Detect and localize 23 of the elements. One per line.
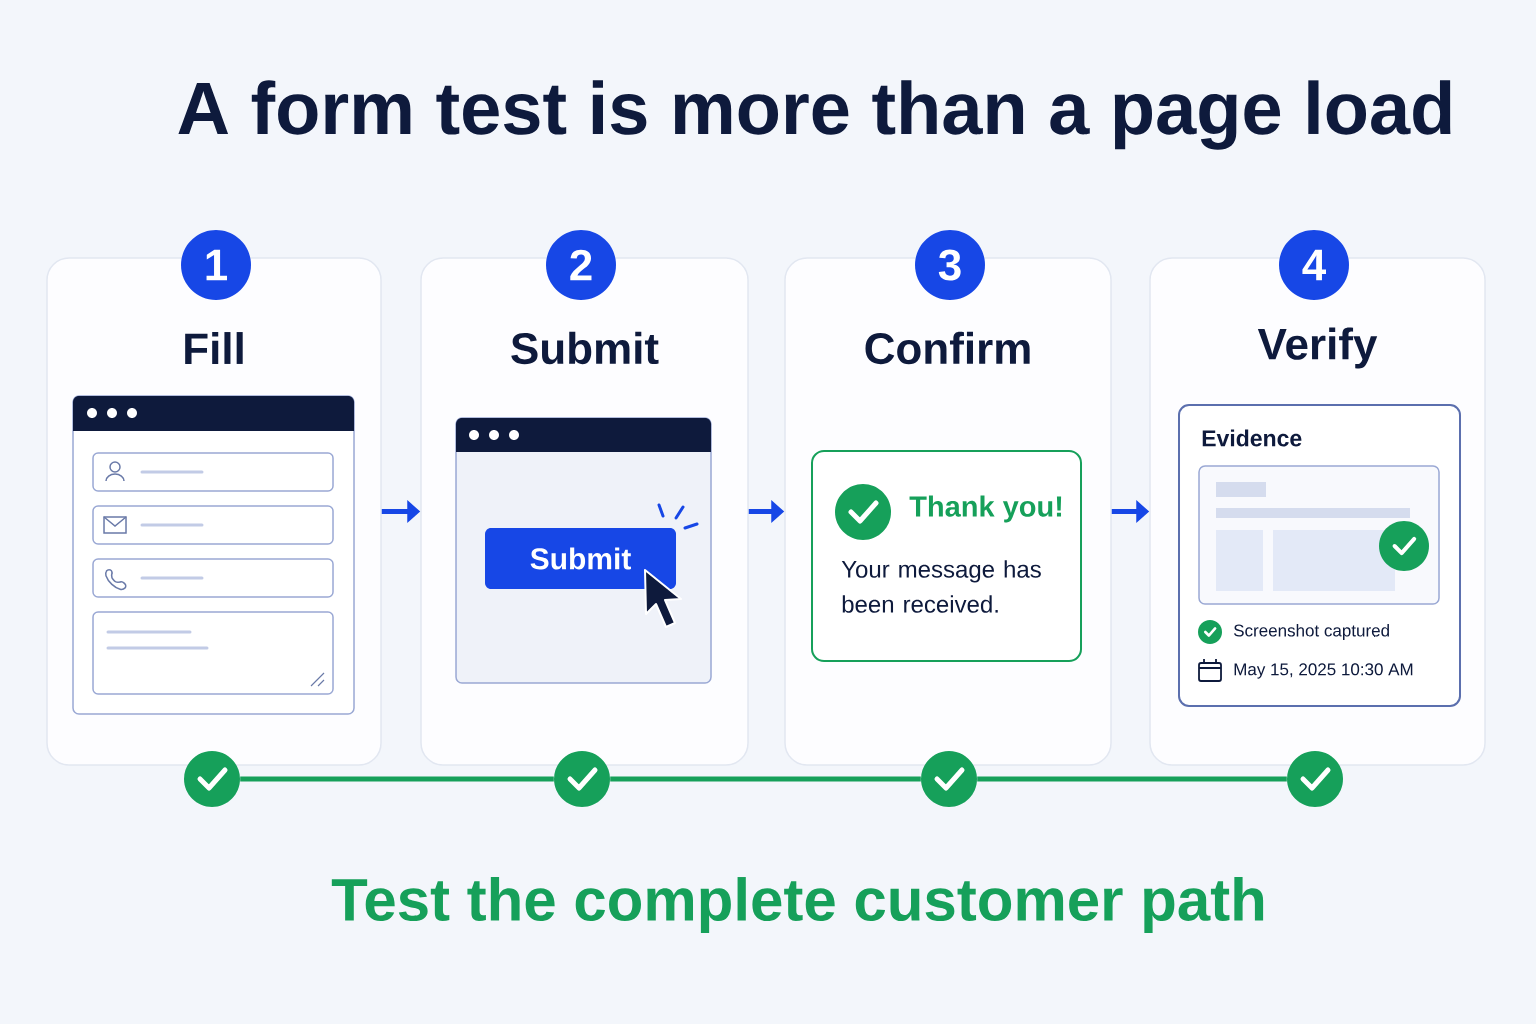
caption: Test the complete customer path [331,877,1264,933]
connector-line [977,776,1287,782]
connector-line [610,776,921,782]
check-circle [184,751,240,807]
check-circle [1287,751,1343,807]
status-text: Screenshot captured [1234,624,1389,640]
step-number-badge: 4 [1279,230,1349,300]
step-title: Submit [511,331,659,365]
step-number-badge: 1 [181,230,251,300]
step-title: Fill [185,332,243,364]
confirmation-message: Your message has been received. [841,560,1041,613]
step-number-badge: 2 [546,230,616,300]
connector-line [240,776,554,782]
step-number-badge: 3 [915,230,985,300]
check-circle [921,751,977,807]
step-title: Verify [1257,327,1378,369]
submit-button: Submit [485,528,676,589]
timestamp-text: May 15, 2025 10:30 AM [1234,663,1413,679]
title: A form test is more than a page load [178,80,1451,150]
step-title: Confirm [865,331,1030,365]
check-circle [554,751,610,807]
confirmation-heading: Thank you! [909,495,1062,523]
panel-heading: Evidence [1202,429,1302,447]
